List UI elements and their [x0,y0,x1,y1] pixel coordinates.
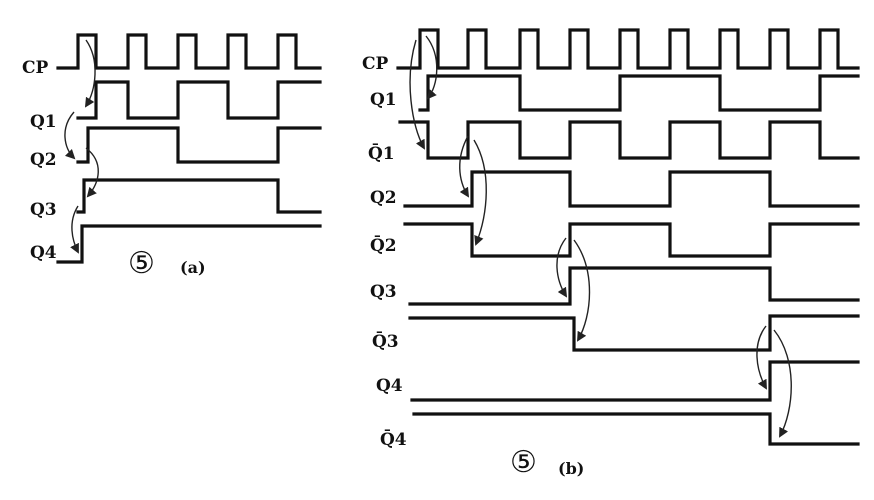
panel-a-label-q2: Q2 [30,150,57,170]
panel-a-wave-cp [56,33,322,70]
panel-b-arrow-q1bar-q2-bar [473,139,487,246]
panel-a-wave-q1 [76,80,322,120]
panel-b-label-q1: Q1 [370,90,397,110]
panel-a-label-q4: Q4 [30,243,57,263]
panel-b-label-q2: Q2 [370,188,397,208]
panel-b-label-q1-bar: Q̄1 [368,144,395,164]
panel-b-wave-q1 [418,74,860,112]
panel-a-caption-letter: (a) [180,258,206,277]
panel-b-wave-cp [396,28,860,70]
panel-b-wave-q2 [403,170,860,208]
panel-a-arrow-q2-q3 [85,147,99,198]
panel-b-wave-q4 [410,360,860,402]
panel-a-arrow-q3-q4 [70,205,79,254]
panel-b-label-q3: Q3 [370,282,397,302]
panel-b-arrow-cp-q1 [425,35,438,100]
panel-b-wave-q2-bar [403,222,860,258]
panel-b-caption-number: ⑤ [510,445,537,480]
panel-b-wave-q3-bar [408,314,860,352]
panel-a-arrow-cp-q1 [84,39,96,108]
panel-a-caption-number: ⑤ [128,246,155,281]
panel-a-arrow-q1-q2 [64,111,76,160]
panel-a-wave-q4 [56,224,322,264]
panel-b-arrow-cp-q1-bar [409,39,425,150]
panel-a-wave-q2 [76,126,322,164]
panel-b-label-q4: Q4 [376,376,403,396]
panel-a-label-q3: Q3 [30,200,57,220]
panel-a-label-q1: Q1 [30,112,57,132]
panel-b-arrow-q1bar-q2 [459,135,470,198]
panel-b-label-q4-bar: Q̄4 [380,430,407,450]
panel-b-arrow-q2bar-q3-bar [573,239,591,342]
panel-a-wave-q3 [76,178,322,214]
panel-b-label-q3-bar: Q̄3 [372,332,399,352]
panel-b-arrow-q3bar-q4 [756,325,767,390]
panel-b-label-cp: CP [362,54,389,74]
panel-b-arrow-q2bar-q3 [556,237,568,298]
panel-b-caption-letter: (b) [558,459,585,478]
panel-b-wave-q4-bar [412,412,860,446]
panel-b-wave-q1-bar [398,120,860,160]
panel-b-arrow-q3bar-q4-bar [773,329,792,438]
panel-b-wave-q3 [408,266,860,306]
panel-a-label-cp: CP [22,58,49,78]
panel-b-label-q2-bar: Q̄2 [370,236,397,256]
